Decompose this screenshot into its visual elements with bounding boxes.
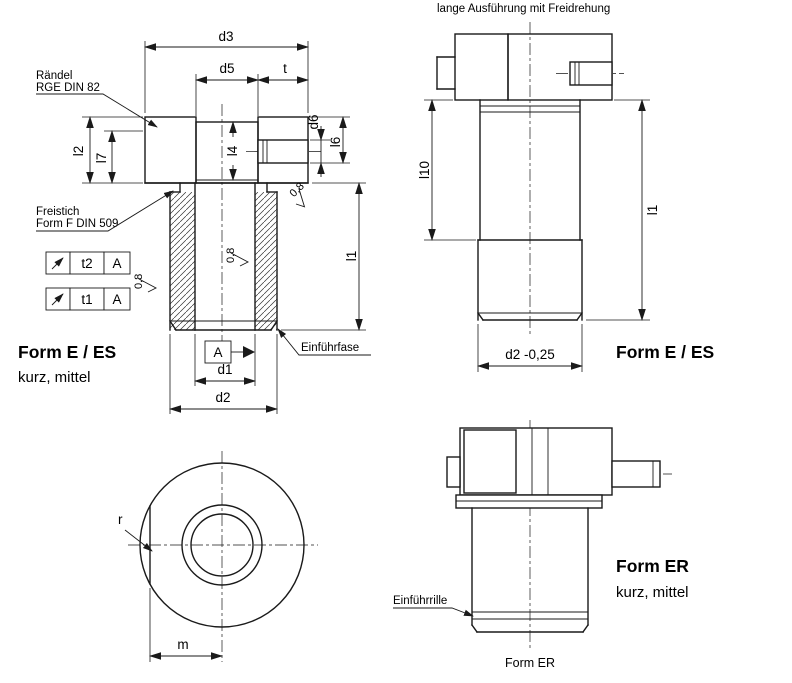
dim-d6-label: d6 [306,114,321,129]
section-part-outline [144,116,309,331]
pin [611,460,661,488]
dim-d5-label: d5 [219,61,234,76]
side-hole [569,61,613,86]
er-groove-note: Einführrille [393,595,474,617]
roughness-mark: 0,8 [288,180,307,208]
chamfer-note-label: Einführfase [301,342,359,354]
front-view: r m [118,451,318,662]
chamfer-note: Einführfase [277,328,371,356]
section-form-subtitle: kurz, mittel [18,369,91,386]
long-centerlines [529,22,624,336]
section-form-title: Form E / ES [18,342,116,362]
dim-m-label: m [177,637,188,652]
dim-l10-label: l10 [417,161,432,179]
dim-r-label: r [118,512,123,527]
tolerance-value: t1 [81,292,92,307]
tolerance-datum: A [112,292,121,307]
er-caption: Form ER [505,656,555,670]
datum-label: A [213,345,222,360]
er-part-outline [446,427,661,633]
long-view-title: lange Ausführung mit Freidrehung [437,3,610,15]
tolerance-frame-t1: t1 A [45,287,131,311]
dim-l2-label: l2 [71,146,86,157]
datum-triangle [243,346,255,358]
er-form-subtitle: kurz, mittel [616,584,689,601]
long-part-outline [436,33,613,321]
tolerance-frame-t2: t2 A [45,251,131,275]
section-view: d3 d5 t l2 l7 l4 d6 [18,29,371,414]
undercut-note-line1: Freistich [36,206,79,218]
knurl-hatch-area [463,429,517,494]
front-dimensions: r m [118,512,223,662]
tolerance-datum: A [112,256,121,271]
knurl-hatch-area [454,33,509,101]
roughness-mark: 0,8 [133,274,157,293]
dim-d1-label: d1 [217,362,232,377]
front-outline [139,462,305,628]
dim-d2-label: d2 [215,390,230,405]
long-form-title: Form E / ES [616,342,714,362]
long-dimensions: l10 l1 d2 -0,25 [417,99,660,372]
long-view: lange Ausführung mit Freidrehung [417,3,714,372]
front-centerlines [128,451,318,662]
runout-symbol-icon [51,257,64,270]
er-view: Einführrille Form ER kurz, mittel Form E… [393,420,689,670]
dim-d3-label: d3 [218,29,233,44]
undercut-note: Freistich Form F DIN 509 [36,190,174,232]
knurl-note-line2: RGE DIN 82 [36,82,100,94]
dim-l1-label: l1 [344,251,359,262]
dim-t-label: t [283,61,287,76]
side-hole [257,139,309,164]
groove-note-label: Einführrille [393,595,447,607]
dim-l1-label: l1 [645,205,660,216]
knurl-note-line1: Rändel [36,70,72,82]
dim-d2-tol-label: d2 -0,25 [505,347,555,362]
tolerance-value: t2 [81,256,92,271]
undercut-note-line2: Form F DIN 509 [36,218,118,230]
section-dimensions: d3 d5 t l2 l7 l4 d6 [71,29,366,414]
roughness-mark: 0,8 [225,248,249,267]
dim-l7-label: l7 [94,153,109,164]
er-form-title: Form ER [616,556,689,576]
dim-l4-label: l4 [225,145,240,156]
roughness-value: 0,8 [133,274,145,289]
roughness-value: 0,8 [225,248,237,263]
runout-symbol-icon [51,293,64,306]
dim-l6-label: l6 [328,137,343,148]
knurl-hatch-area [144,116,197,184]
knurl-note: Rändel RGE DIN 82 [36,70,158,128]
datum-feature: A [204,340,255,364]
